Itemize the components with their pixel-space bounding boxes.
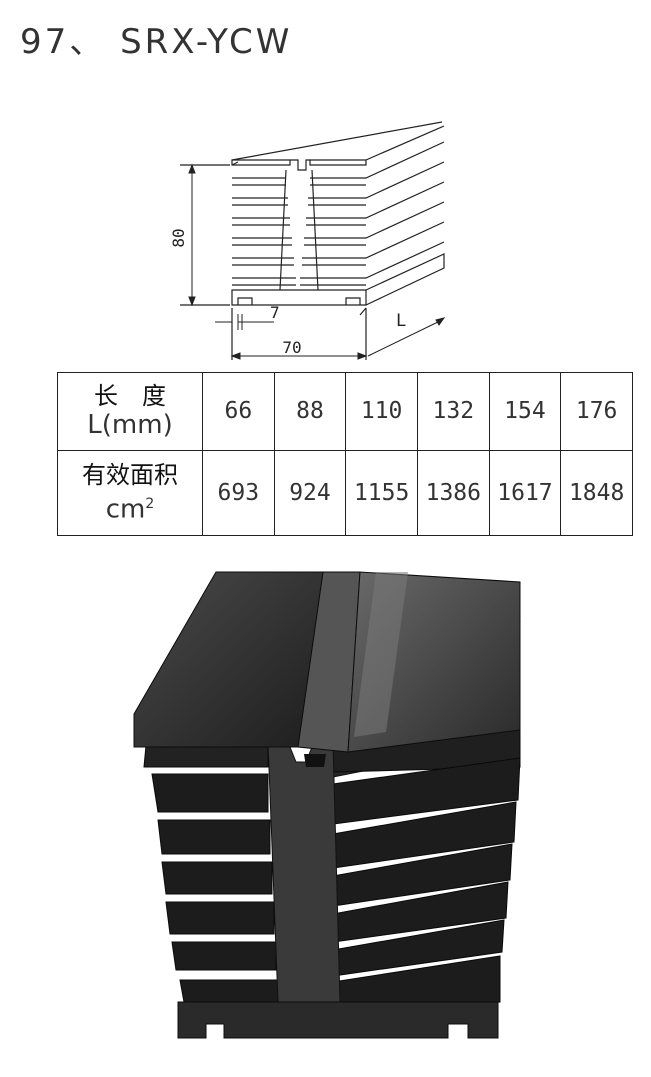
width-dimension-label: 70	[282, 338, 301, 357]
table-cell: 924	[273, 449, 347, 537]
table-cell: 1155	[345, 449, 418, 537]
length-header-unit: L(mm)	[87, 410, 173, 441]
length-dimension-label: L	[396, 311, 406, 331]
page-title: 97、 SRX-YCW	[20, 22, 293, 62]
spec-table: 长 度 L(mm) 66 88 110 132 154 176 有效面积 cm2…	[57, 372, 633, 537]
table-cell: 693	[202, 449, 275, 537]
table-cell: 88	[273, 372, 347, 451]
height-dimension-label: 80	[169, 228, 188, 247]
table-cell: 132	[416, 372, 490, 451]
table-cell: 1617	[488, 449, 562, 537]
area-header-cell: 有效面积 cm2	[57, 449, 203, 537]
table-cell: 154	[488, 372, 562, 451]
table-cell: 66	[202, 372, 275, 451]
area-unit-superscript: 2	[145, 496, 155, 513]
table-row: 有效面积 cm2 693 924 1155 1386 1617 1848	[57, 449, 633, 537]
table-cell: 110	[345, 372, 418, 451]
heatsink-technical-drawing: 80 70 7 L	[169, 121, 446, 360]
length-header-cell: 长 度 L(mm)	[57, 372, 203, 451]
table-cell: 1386	[416, 449, 490, 537]
length-header-cn: 长 度	[94, 382, 166, 411]
table-cell: 1848	[560, 449, 633, 537]
table-cell: 176	[560, 372, 633, 451]
table-row: 长 度 L(mm) 66 88 110 132 154 176	[57, 372, 633, 451]
area-header-unit: cm2	[58, 489, 202, 525]
heatsink-product-photo	[133, 571, 521, 1039]
area-header-cn: 有效面积	[82, 461, 178, 490]
area-unit-text: cm	[105, 494, 146, 525]
slot-dimension-label: 7	[270, 303, 280, 322]
